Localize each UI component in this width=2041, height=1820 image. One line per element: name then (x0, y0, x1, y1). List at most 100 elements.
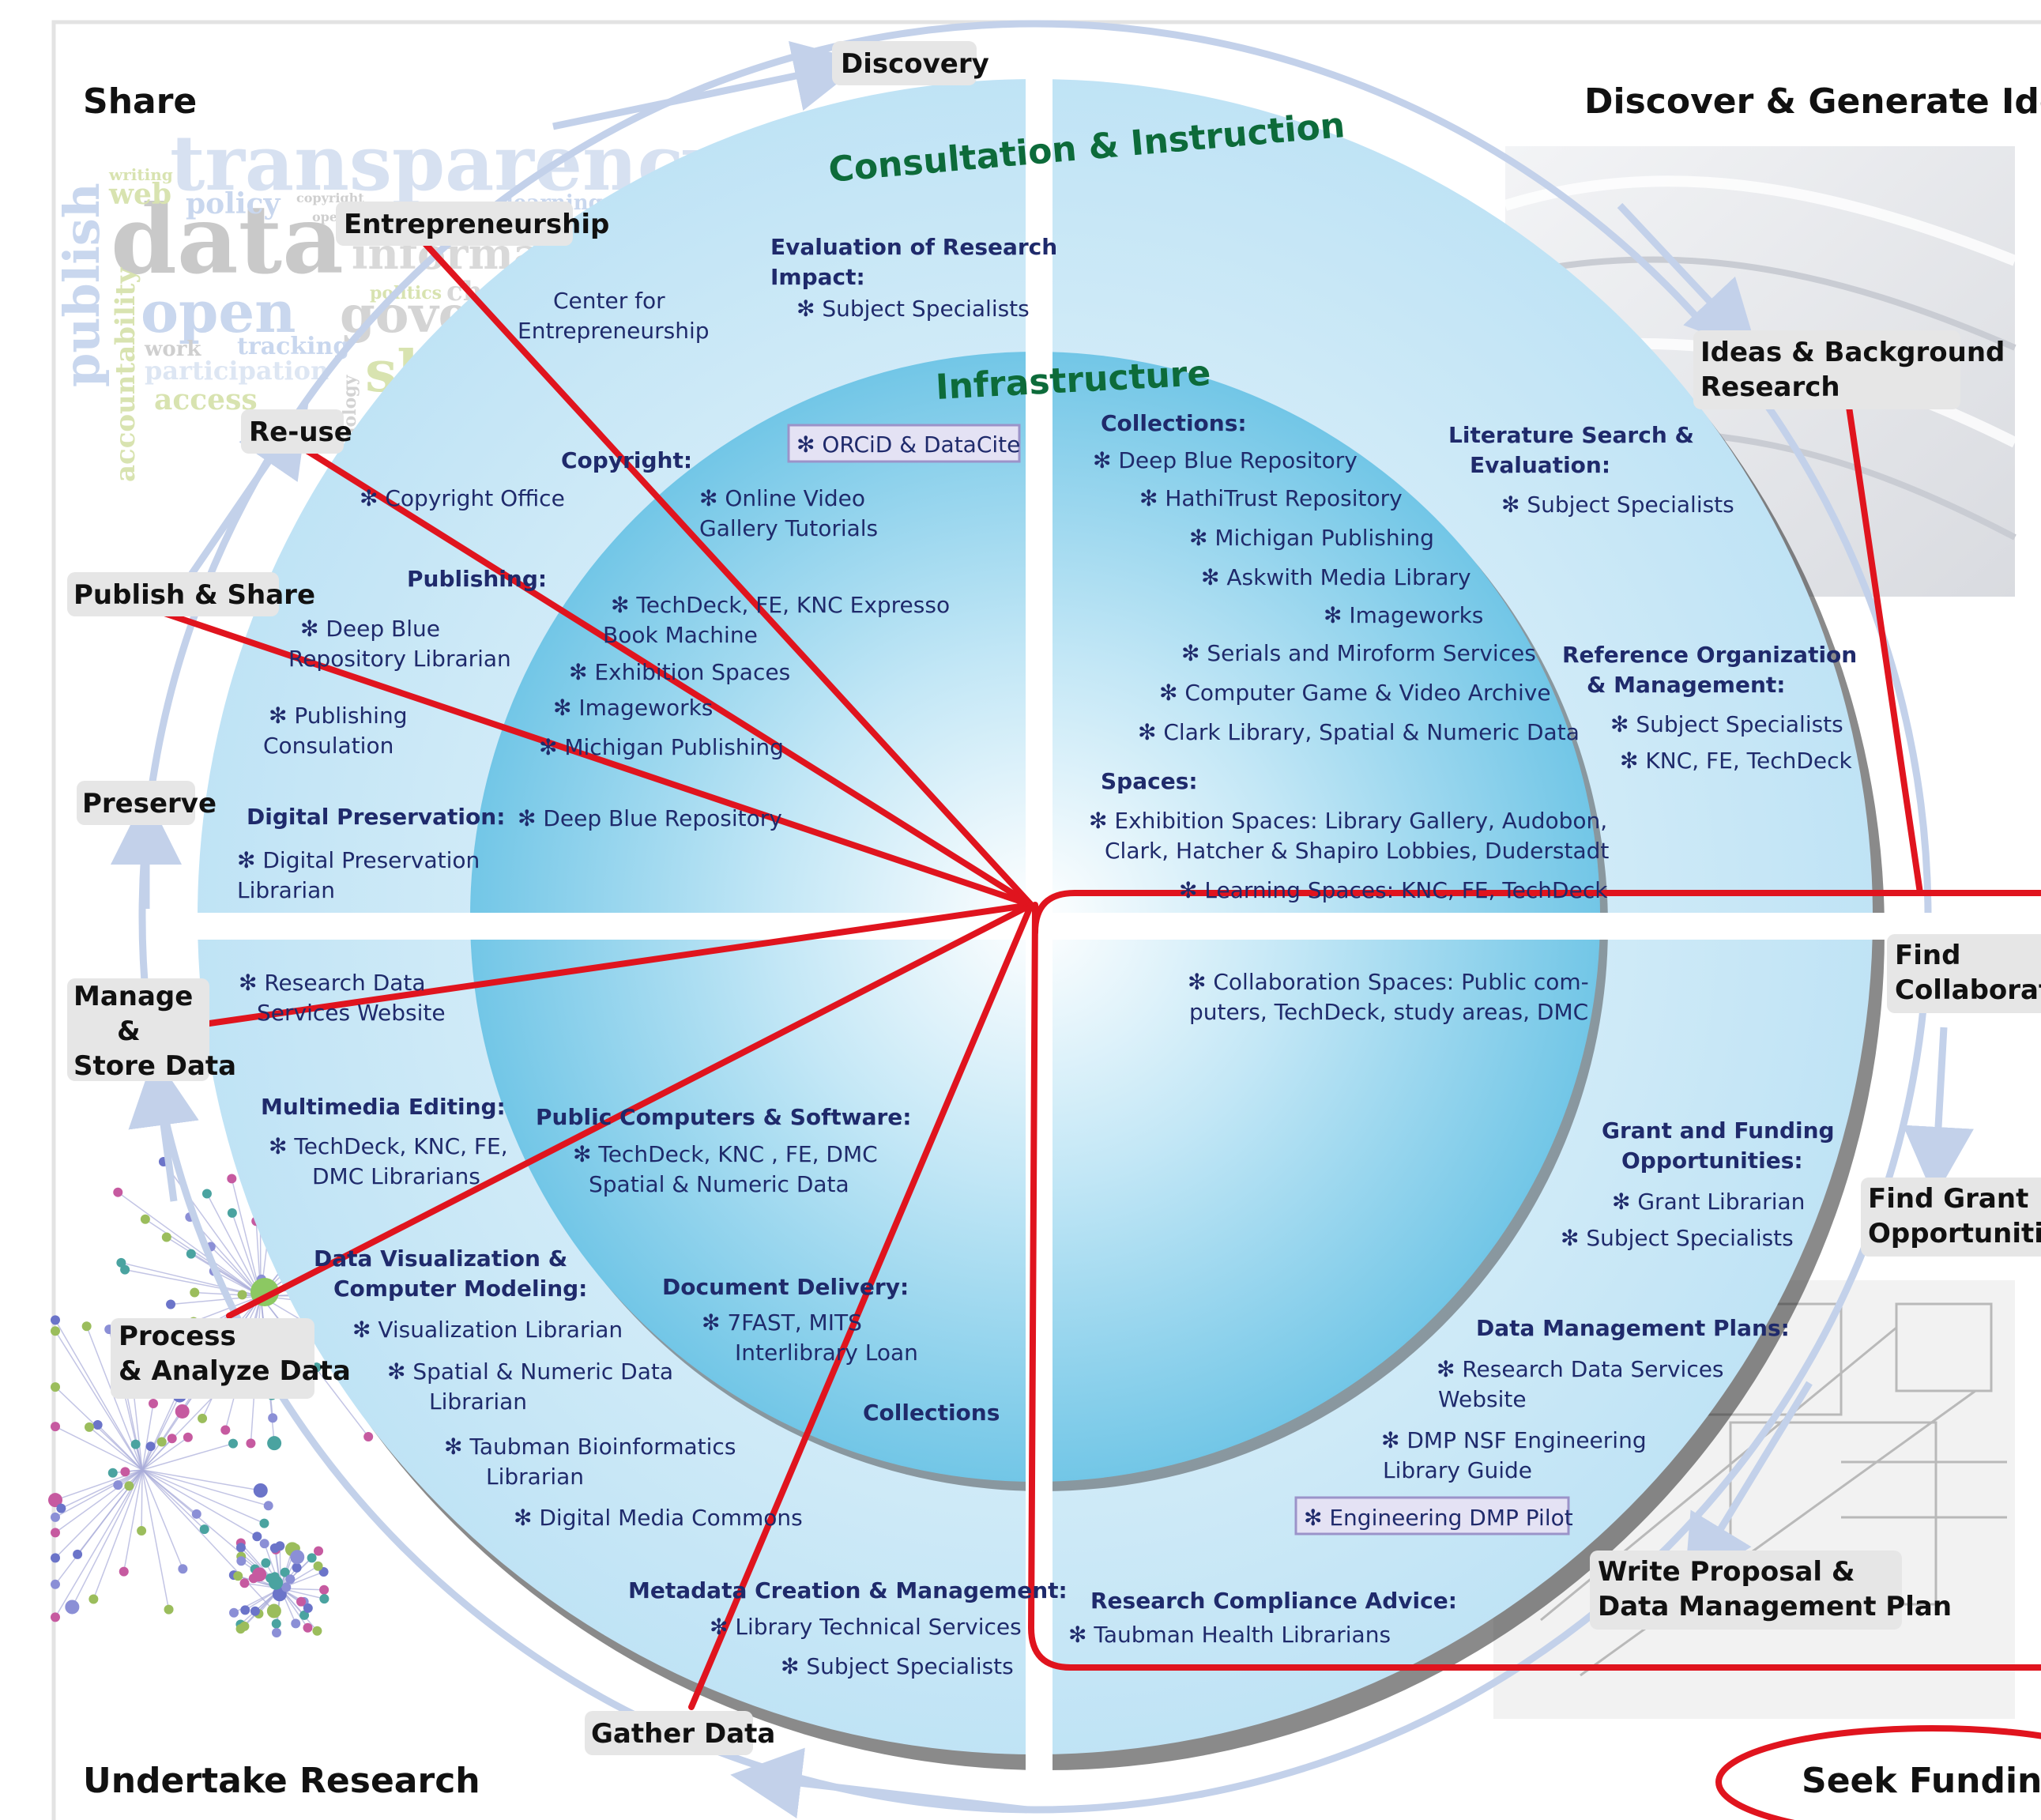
tag-grant-line1: Find Grant (1868, 1183, 2028, 1215)
cloud-word-accountability: accountability (110, 266, 141, 482)
network-node (269, 1572, 280, 1582)
eval-research-item: ✻ Subject Specialists (796, 296, 1030, 322)
tag-proposal-line2: Data Management Plan (1598, 1591, 1952, 1622)
quadrant-undertake-content: ✻ Research Data Services Website Multime… (239, 970, 1068, 1679)
reforg-heading-line2: & Management: (1587, 672, 1785, 698)
network-node (285, 1574, 296, 1584)
network-edge (141, 1437, 189, 1471)
reforg-heading-line1: Reference Organization (1562, 642, 1857, 668)
dataviz-heading-line2: Computer Modeling: (333, 1276, 587, 1302)
tag-process-line2: & Analyze Data (119, 1355, 351, 1387)
network-node (303, 1622, 313, 1633)
multimedia-item-2: DMC Librarians (312, 1163, 480, 1189)
network-edge (123, 1469, 143, 1572)
stage-tags: Discovery Entrepreneurship Re-use Publis… (67, 41, 2041, 1755)
grant-item-1: ✻ Grant Librarian (1612, 1189, 1805, 1215)
network-node (319, 1584, 329, 1595)
spaces-item-2: Clark, Hatcher & Shapiro Lobbies, Duders… (1105, 838, 1609, 864)
tag-gather-data-label: Gather Data (591, 1718, 775, 1750)
network-node (296, 1596, 307, 1607)
network-edge (55, 1426, 143, 1471)
network-node (263, 1501, 273, 1511)
network-node (252, 1532, 262, 1542)
network-node (107, 1468, 118, 1478)
collections-item-8: ✻ Clark Library, Spatial & Numeric Data (1138, 719, 1580, 745)
network-node (314, 1546, 324, 1556)
network-edge (55, 1330, 143, 1471)
dmp-item-4: Library Guide (1383, 1457, 1532, 1483)
network-node (137, 1526, 147, 1536)
network-edge (141, 1442, 234, 1471)
collections-item-1: ✻ Deep Blue Repository (1093, 447, 1358, 473)
eval-research-heading-line1: Evaluation of Research (770, 234, 1057, 260)
compliance-heading: Research Compliance Advice: (1090, 1588, 1457, 1614)
network-node (191, 1509, 201, 1519)
compliance-item: ✻ Taubman Health Librarians (1068, 1622, 1391, 1648)
cloud-word-participation: participation (145, 356, 329, 386)
network-edge (55, 1319, 143, 1471)
dataviz-heading-line1: Data Visualization & (314, 1245, 567, 1272)
quadrant-share-content: Center for Entrepreneurship Evaluation o… (237, 234, 1057, 903)
publishing-item-3: ✻ Publishing (269, 703, 407, 729)
network-node (124, 1481, 134, 1491)
docdel-item-2: Interlibrary Loan (735, 1340, 918, 1366)
network-edge (141, 1469, 184, 1569)
spaces-item-1: ✻ Exhibition Spaces: Library Gallery, Au… (1089, 808, 1607, 834)
network-node (199, 1524, 209, 1535)
network-edge (141, 1438, 173, 1471)
infra-left-item-4: Book Machine (603, 622, 758, 648)
infra-left-item-1: ✻ Online Video (699, 485, 865, 511)
tag-publish-share: Publish & Share (67, 572, 315, 616)
network-node (140, 1214, 150, 1224)
tag-ideas-line1: Ideas & Background (1700, 337, 2005, 368)
network-node (88, 1594, 99, 1604)
quadrant-discover-content: Literature Search & Evaluation: ✻ Subjec… (1448, 422, 1857, 774)
tag-ideas-line2: Research (1700, 371, 1840, 403)
tag-manage-store-data: Manage & Store Data (67, 978, 236, 1082)
collections-label: Collections (863, 1400, 1000, 1426)
corner-discover-generate-ideas: Discover & Generate Ideas (1584, 81, 2041, 122)
network-edge (71, 1469, 143, 1607)
network-node (220, 1425, 231, 1435)
network-node (161, 1232, 171, 1242)
tag-find-grant: Find Grant Opportunities (1861, 1178, 2041, 1257)
network-node (148, 1399, 158, 1409)
network-node (51, 1553, 60, 1563)
network-node (198, 1413, 208, 1423)
network-node (145, 1441, 156, 1452)
collections-item-6: ✻ Serials and Miroform Services (1181, 640, 1536, 666)
network-node (51, 1528, 60, 1538)
network-edge (141, 1469, 271, 1579)
tag-manage-line1: Manage (73, 981, 193, 1012)
network-edge (206, 1193, 262, 1297)
network-node (253, 1483, 268, 1498)
reforg-item-2: ✻ KNC, FE, TechDeck (1620, 748, 1853, 774)
network-node (363, 1431, 374, 1441)
eval-research-heading-line2: Impact: (770, 264, 865, 290)
network-node (51, 1326, 60, 1336)
pcs-heading: Public Computers & Software: (536, 1104, 911, 1130)
tag-manage-line2: & (117, 1016, 141, 1047)
network-node (51, 1382, 60, 1392)
inner-circle-content: ✻ ORCiD & DataCite ✻ Online Video Galler… (518, 410, 1609, 1426)
tag-discovery-label: Discovery (841, 48, 989, 80)
multimedia-heading: Multimedia Editing: (261, 1094, 506, 1120)
network-node (166, 1299, 176, 1309)
network-edge (141, 1469, 261, 1491)
cloud-word-work: work (144, 337, 201, 361)
center-entrepreneurship-line1: Center for (553, 288, 665, 314)
network-node (92, 1420, 103, 1430)
network-node (229, 1607, 239, 1618)
network-node (201, 1189, 212, 1199)
collections-item-3: ✻ Michigan Publishing (1189, 525, 1434, 551)
network-node (228, 1438, 238, 1449)
network-node (236, 1556, 247, 1566)
network-node (113, 1480, 123, 1490)
infra-left-item-6: ✻ Imageworks (553, 695, 713, 721)
corner-undertake-research: Undertake Research (83, 1761, 480, 1801)
network-node (235, 1543, 246, 1553)
network-node (246, 1438, 256, 1449)
dmp-pilot-label: ✻ Engineering DMP Pilot (1304, 1505, 1573, 1531)
